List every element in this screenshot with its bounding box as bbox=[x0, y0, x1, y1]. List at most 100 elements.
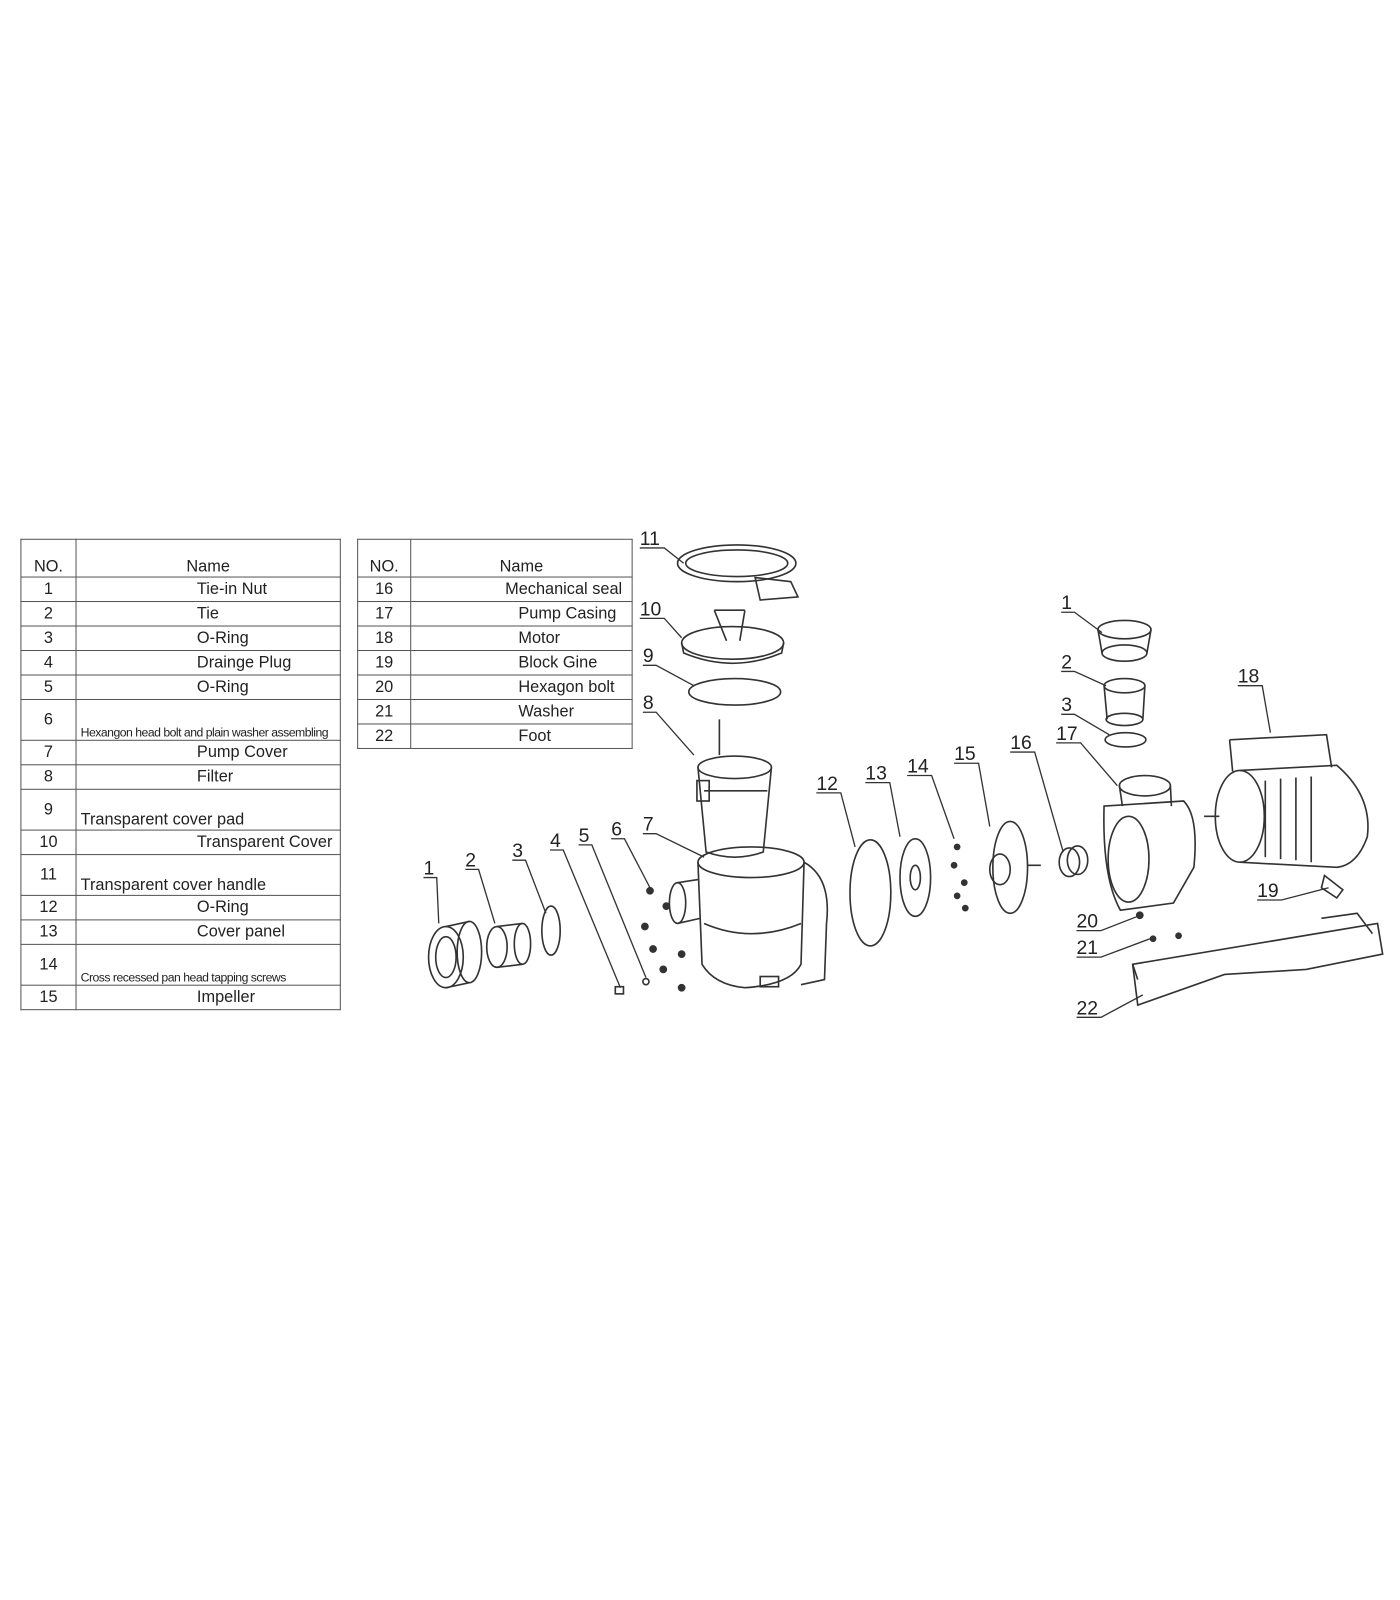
callout-label: 12 bbox=[816, 773, 838, 795]
callout-5: 5 bbox=[578, 825, 647, 978]
part-name: Impeller bbox=[75, 984, 341, 1011]
leader-line bbox=[1010, 751, 1064, 853]
part-number: 16 bbox=[357, 576, 412, 603]
callout-9: 9 bbox=[642, 645, 695, 687]
callout-3: 3 bbox=[512, 840, 547, 914]
part-washer bbox=[1149, 935, 1157, 943]
callout-label: 1 bbox=[1061, 592, 1072, 614]
callout-label: 2 bbox=[1061, 651, 1072, 673]
part-number: 19 bbox=[357, 649, 412, 676]
part-name: Hexagon bolt bbox=[410, 674, 633, 700]
callout-label: 18 bbox=[1238, 666, 1260, 688]
part-name: Transparent cover handle bbox=[75, 854, 341, 896]
callout-1: 1 bbox=[1061, 592, 1103, 634]
part-name: Pump Casing bbox=[410, 601, 633, 627]
callout-label: 3 bbox=[512, 840, 523, 862]
header-no: NO. bbox=[357, 538, 412, 578]
leader-line bbox=[1076, 938, 1151, 958]
leader-line bbox=[1257, 887, 1329, 901]
callout-12: 12 bbox=[816, 773, 856, 848]
part-o-ring-5 bbox=[642, 977, 650, 986]
leader-line bbox=[423, 876, 440, 924]
leader-line bbox=[642, 833, 705, 858]
part-number: 6 bbox=[20, 698, 77, 741]
part-hexagon-bolt bbox=[1135, 911, 1144, 920]
part-number: 2 bbox=[20, 601, 77, 627]
callout-13: 13 bbox=[865, 763, 901, 837]
callout-label: 6 bbox=[611, 819, 622, 841]
leader-line bbox=[1076, 994, 1144, 1019]
leader-line bbox=[865, 781, 901, 837]
callout-label: 17 bbox=[1056, 723, 1078, 745]
part-block-gine bbox=[1320, 874, 1344, 900]
leader-line bbox=[642, 711, 695, 756]
part-number: 20 bbox=[357, 674, 412, 700]
part-tie-right bbox=[1103, 677, 1146, 727]
callout-label: 16 bbox=[1010, 732, 1032, 754]
callout-label: 20 bbox=[1077, 911, 1099, 933]
leader-line bbox=[907, 774, 955, 839]
part-cover-handle bbox=[676, 544, 800, 601]
callout-14: 14 bbox=[907, 755, 955, 839]
leader-line bbox=[465, 868, 496, 924]
part-name: Transparent Cover bbox=[75, 829, 341, 856]
part-bolts-6 bbox=[641, 886, 686, 992]
part-motor bbox=[1204, 733, 1369, 869]
part-foot bbox=[1131, 912, 1384, 1007]
leader-line bbox=[954, 762, 991, 827]
part-name: Hexangon head bolt and plain washer asse… bbox=[75, 698, 341, 741]
callout-7: 7 bbox=[642, 814, 705, 858]
callout-15: 15 bbox=[954, 743, 991, 827]
callout-16: 16 bbox=[1010, 732, 1064, 853]
callout-label: 3 bbox=[1061, 694, 1072, 716]
leader-line bbox=[642, 664, 695, 687]
callout-label: 14 bbox=[907, 755, 929, 777]
part-number: 15 bbox=[20, 984, 77, 1011]
leader-line bbox=[1237, 685, 1272, 733]
callout-label: 10 bbox=[640, 598, 662, 620]
leader-line bbox=[1076, 915, 1138, 932]
callout-6: 6 bbox=[611, 819, 651, 889]
part-tie-in-nut-right bbox=[1097, 619, 1152, 663]
part-number: 5 bbox=[20, 674, 77, 700]
part-tie-left bbox=[485, 922, 532, 969]
part-name: Cover panel bbox=[75, 919, 341, 945]
part-o-ring-3-left bbox=[541, 905, 562, 956]
callout-label: 19 bbox=[1257, 880, 1279, 902]
leader-line bbox=[639, 547, 685, 564]
part-number: 14 bbox=[20, 943, 77, 986]
callout-label: 1 bbox=[423, 857, 434, 879]
part-transparent-cover bbox=[680, 609, 785, 664]
callout-8: 8 bbox=[642, 692, 695, 756]
part-name: Washer bbox=[410, 698, 633, 725]
callout-10: 10 bbox=[639, 598, 683, 639]
part-name: Transparent cover pad bbox=[75, 788, 341, 831]
part-number: 21 bbox=[357, 698, 412, 725]
callout-22: 22 bbox=[1076, 994, 1144, 1019]
leader-line bbox=[1061, 713, 1110, 736]
leader-line bbox=[1056, 742, 1118, 787]
part-number: 9 bbox=[20, 788, 77, 831]
part-o-ring-3-right bbox=[1104, 731, 1147, 748]
part-name: O-Ring bbox=[75, 674, 341, 700]
part-number: 22 bbox=[357, 723, 412, 749]
callout-21: 21 bbox=[1076, 937, 1151, 959]
leader-line bbox=[549, 849, 622, 989]
callout-label: 13 bbox=[865, 763, 887, 785]
table-header: NO.Name bbox=[357, 538, 633, 578]
part-o-ring-12 bbox=[849, 838, 892, 947]
header-no: NO. bbox=[20, 538, 77, 578]
